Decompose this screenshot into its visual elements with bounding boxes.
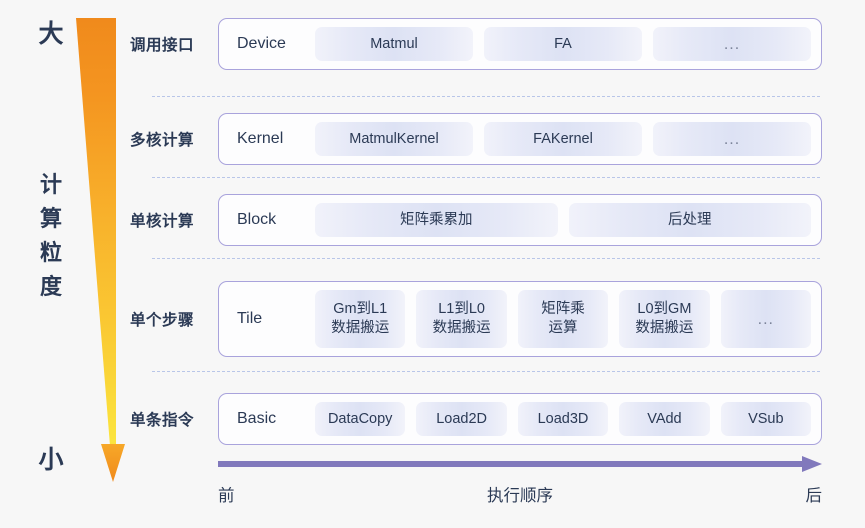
- chip-line1: ...: [723, 35, 741, 53]
- chip-line1: Load2D: [436, 410, 487, 427]
- row-device: 调用接口 Device Matmul FA ...: [120, 18, 822, 70]
- row-box-kernel[interactable]: Kernel MatmulKernel FAKernel ...: [218, 113, 822, 165]
- exec-label-middle: 执行顺序: [487, 487, 553, 505]
- chip-list-block: 矩阵乘累加 后处理: [315, 203, 811, 237]
- chip-line1: ...: [757, 310, 774, 328]
- row-box-basic[interactable]: Basic DataCopy Load2D Load3D VAdd VSub: [218, 393, 822, 445]
- chip-line2: 数据搬运: [635, 320, 694, 336]
- chip-line1: Load3D: [537, 410, 589, 427]
- chip-more-kernel[interactable]: ...: [653, 122, 811, 156]
- chip-more-device[interactable]: ...: [653, 27, 811, 61]
- chip-list-device: Matmul FA ...: [315, 27, 811, 61]
- chip-matmul-accumulate[interactable]: 矩阵乘累加: [315, 203, 558, 237]
- chip-line1: 矩阵乘: [541, 301, 585, 317]
- chip-l1-to-l0[interactable]: L1到L0 数据搬运: [416, 290, 507, 348]
- row-label-kernel: 多核计算: [130, 132, 195, 149]
- chip-line2: 数据搬运: [432, 320, 491, 336]
- chip-list-tile: Gm到L1 数据搬运 L1到L0 数据搬运 矩阵乘 运算 L0到GM 数据搬运 …: [315, 290, 812, 348]
- chip-line1: L1到L0: [438, 301, 485, 317]
- axis-vertical-label: 计算粒度: [22, 168, 80, 304]
- row-title-block: Block: [237, 211, 277, 228]
- row-label-tile: 单个步骤: [130, 312, 195, 329]
- row-box-device[interactable]: Device Matmul FA ...: [218, 18, 822, 70]
- chip-fakernel[interactable]: FAKernel: [484, 122, 642, 156]
- row-label-basic: 单条指令: [130, 412, 195, 429]
- chip-datacopy[interactable]: DataCopy: [315, 402, 406, 436]
- execution-order-arrow-icon: [218, 456, 822, 472]
- divider-4: [152, 371, 820, 372]
- row-block: 单核计算 Block 矩阵乘累加 后处理: [120, 194, 822, 246]
- exec-label-front: 前: [218, 487, 235, 505]
- execution-order-labels: 前 执行顺序 后: [218, 482, 822, 512]
- row-title-tile: Tile: [237, 310, 263, 327]
- granularity-gradient-arrow: [76, 18, 125, 482]
- axis-vertical-char: 粒: [39, 240, 62, 265]
- chip-vadd[interactable]: VAdd: [619, 402, 710, 436]
- chip-load2d[interactable]: Load2D: [416, 402, 507, 436]
- axis-vertical-char: 算: [39, 206, 62, 231]
- row-basic: 单条指令 Basic DataCopy Load2D Load3D VAdd V…: [120, 393, 822, 445]
- row-title-kernel: Kernel: [237, 130, 284, 147]
- axis-vertical-char: 计: [39, 172, 62, 197]
- chip-l0-to-gm[interactable]: L0到GM 数据搬运: [619, 290, 710, 348]
- axis-vertical-char: 度: [39, 274, 62, 299]
- chip-line1: 后处理: [668, 211, 712, 228]
- divider-2: [152, 177, 820, 178]
- chip-load3d[interactable]: Load3D: [517, 402, 609, 436]
- granularity-axis-labels: 大 计算粒度 小: [22, 0, 80, 528]
- chip-line1: Matmul: [370, 35, 418, 52]
- chip-line1: L0到GM: [637, 301, 692, 317]
- chip-matmulkernel[interactable]: MatmulKernel: [315, 122, 473, 156]
- granularity-rows: 调用接口 Device Matmul FA ... 多核计算 Kernel: [120, 18, 822, 445]
- row-box-block[interactable]: Block 矩阵乘累加 后处理: [218, 194, 822, 246]
- row-title-basic: Basic: [237, 410, 277, 427]
- row-tile: 单个步骤 Tile Gm到L1 数据搬运 L1到L0 数据搬运 矩阵乘 运算 L…: [120, 281, 822, 357]
- row-label-device: 调用接口: [130, 37, 195, 54]
- row-label-block: 单核计算: [130, 213, 195, 230]
- chip-line1: DataCopy: [327, 410, 393, 427]
- chip-postprocess[interactable]: 后处理: [568, 203, 811, 237]
- row-box-tile[interactable]: Tile Gm到L1 数据搬运 L1到L0 数据搬运 矩阵乘 运算 L0到GM …: [218, 281, 822, 357]
- chip-list-basic: DataCopy Load2D Load3D VAdd VSub: [315, 402, 812, 436]
- divider-3: [152, 258, 820, 259]
- chip-line1: ...: [723, 130, 741, 148]
- chip-line2: 运算: [548, 320, 578, 336]
- chip-line1: VSub: [748, 410, 784, 427]
- chip-list-kernel: MatmulKernel FAKernel ...: [315, 122, 811, 156]
- chip-line1: VAdd: [647, 410, 682, 427]
- divider-1: [152, 96, 820, 97]
- chip-fa[interactable]: FA: [484, 27, 642, 61]
- chip-line1: FA: [554, 35, 572, 52]
- chip-gm-to-l1[interactable]: Gm到L1 数据搬运: [315, 290, 406, 348]
- axis-bottom-label: 小: [38, 446, 64, 474]
- chip-line2: 数据搬运: [331, 320, 390, 336]
- chip-matrix-multiply[interactable]: 矩阵乘 运算: [517, 290, 609, 348]
- row-kernel: 多核计算 Kernel MatmulKernel FAKernel ...: [120, 113, 822, 165]
- row-title-device: Device: [237, 35, 286, 52]
- chip-line1: 矩阵乘累加: [400, 211, 473, 228]
- chip-matmul[interactable]: Matmul: [315, 27, 473, 61]
- exec-label-back: 后: [805, 487, 823, 505]
- chip-vsub[interactable]: VSub: [720, 402, 812, 436]
- chip-line1: Gm到L1: [333, 301, 388, 317]
- chip-line1: FAKernel: [533, 130, 593, 147]
- chip-more-tile[interactable]: ...: [720, 290, 812, 348]
- chip-line1: MatmulKernel: [349, 130, 439, 147]
- axis-top-label: 大: [38, 20, 64, 48]
